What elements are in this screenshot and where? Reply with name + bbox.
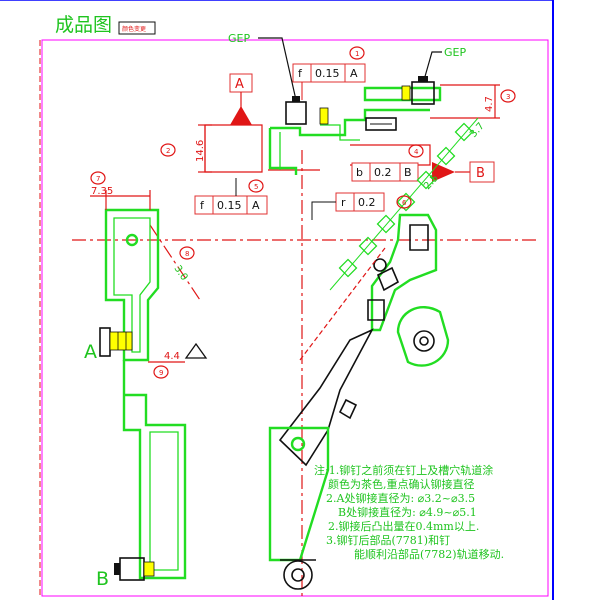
- balloon-labels: 1 2 3 4 5 6 7 8 9: [96, 50, 510, 377]
- note-line-5: 2.铆接后凸出量在0.4mm以上.: [328, 519, 479, 533]
- fcf-left-symbol: f: [200, 199, 205, 212]
- fcf-left-datum: A: [252, 199, 260, 212]
- link-pin-hole: [373, 258, 387, 272]
- balloon-6: [396, 195, 412, 209]
- dim-4-7-label: 4.7: [484, 96, 495, 112]
- balloon-2-label: 2: [166, 147, 170, 155]
- balloon-1-label: 1: [355, 50, 359, 58]
- balloon-1: [349, 46, 365, 60]
- notes-block: 注:1.铆钉之前须在钉上及槽穴轨道涂 颜色为茶色,重点确认铆接直径 2.A处铆接…: [314, 463, 504, 561]
- balloon-4: [408, 144, 424, 158]
- fcf-top-symbol: f: [298, 67, 303, 80]
- fcf-right-datum: B: [404, 166, 412, 179]
- fcf-runout-value: 0.2: [358, 196, 376, 209]
- section-outline-left: [204, 124, 263, 173]
- balloon-5-label: 5: [254, 183, 258, 191]
- datum-a-label: A: [235, 77, 244, 92]
- datum-b-flag: [432, 161, 495, 183]
- fcf-right-symbol: b: [356, 166, 363, 179]
- note-line-3: 2.A处铆接直径为: ⌀3.2~⌀3.5: [326, 491, 475, 505]
- balloon-3: [500, 89, 516, 103]
- gep-label-right: GEP: [444, 46, 466, 59]
- main-view-link: [268, 213, 450, 590]
- title-badge-label: 颜色变更: [122, 25, 146, 33]
- balloon-9-label: 9: [159, 369, 163, 377]
- bracket-upper: [270, 108, 430, 137]
- dim-3-0-label: 3.0: [172, 264, 190, 283]
- balloon-7-label: 7: [96, 175, 100, 183]
- note-line-1: 注:1.铆钉之前须在钉上及槽穴轨道涂: [314, 463, 493, 477]
- dim-width-7-35: [90, 190, 151, 210]
- datum-a-flag: [229, 73, 253, 125]
- slot-detail: [365, 117, 397, 131]
- note-line-4: B处铆接直径为: ⌀4.9~⌀5.1: [338, 505, 477, 519]
- dim-3-7-label: 3.7: [468, 121, 487, 140]
- balloon-3-label: 3: [506, 93, 510, 101]
- dim-4-7: [430, 84, 500, 119]
- dim-height-left-label: 14.6: [195, 140, 206, 162]
- side-label-b: B: [96, 568, 109, 590]
- note-line-2: 颜色为茶色,重点确认铆接直径: [328, 477, 475, 491]
- balloon-8-label: 8: [185, 250, 189, 258]
- drawing-title: 成品图: [55, 14, 112, 36]
- dim-7-35-label: 7.35: [91, 186, 113, 197]
- fcf-top: [292, 63, 366, 100]
- balloon-6-label: 6: [402, 199, 407, 207]
- side-view-upper: [104, 208, 160, 362]
- fcf-top-value: 0.15: [315, 67, 340, 80]
- link-arm: [278, 328, 374, 467]
- rivet-a: [99, 327, 111, 357]
- balloon-5: [248, 179, 264, 193]
- side-view-lower: [122, 360, 187, 580]
- fcf-runout: [311, 192, 385, 220]
- link-end-eye: [283, 560, 313, 590]
- fcf-right: [351, 162, 419, 182]
- dim-gap-4-4: [148, 342, 208, 363]
- link-boss-hole: [413, 330, 435, 352]
- diagonal-dim-chain: [329, 117, 479, 291]
- fcf-left: [194, 178, 268, 215]
- fcf-left-value: 0.15: [217, 199, 242, 212]
- balloons: [90, 46, 516, 379]
- dim-4-4-label: 4.4: [164, 351, 180, 362]
- link-boss: [396, 306, 450, 367]
- balloon-2: [160, 143, 176, 157]
- balloon-8: [179, 246, 195, 260]
- note-line-7: 能顺利沿部品(7782)轨道移动.: [354, 547, 504, 561]
- balloon-7: [90, 171, 106, 185]
- gep-label-left: GEP: [228, 32, 250, 45]
- inner-frame: [41, 39, 549, 597]
- side-view-left: [99, 208, 187, 581]
- link-lower-plate: [268, 426, 330, 562]
- fcf-runout-symbol: r: [341, 196, 346, 209]
- title-badge: [118, 21, 156, 35]
- side-label-a: A: [84, 341, 97, 363]
- fcf-right-value: 0.2: [374, 166, 392, 179]
- note-line-6: 3.铆钉后部品(7781)和钉: [326, 533, 450, 547]
- gep-leaders: [258, 37, 442, 101]
- datum-b-label: B: [476, 166, 485, 181]
- link-upper: [370, 213, 438, 332]
- balloon-9: [153, 365, 169, 379]
- drawing-frame: [0, 0, 554, 600]
- side-view-hole: [125, 233, 139, 247]
- fcf-top-datum: A: [350, 67, 358, 80]
- dim-height-left: [198, 124, 212, 173]
- link-lower-hole: [290, 436, 306, 452]
- balloon-4-label: 4: [414, 148, 419, 156]
- bracket-drop: [268, 128, 298, 175]
- rivet-gep-left: [285, 101, 307, 125]
- upper-rail: [363, 86, 442, 102]
